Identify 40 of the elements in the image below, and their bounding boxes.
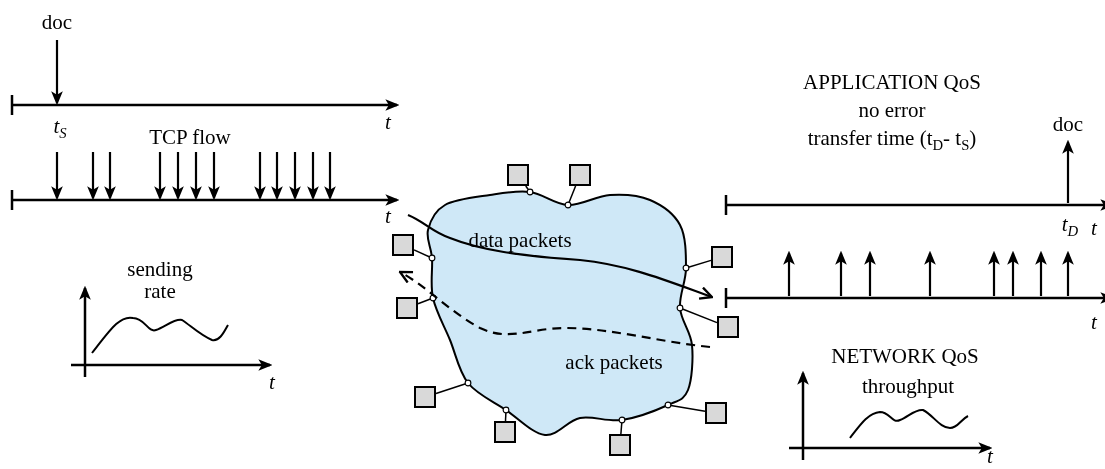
axis-label: t xyxy=(1091,311,1097,333)
router-box xyxy=(711,246,733,268)
link-line xyxy=(525,185,534,196)
link-line xyxy=(435,379,472,395)
axis-label: t xyxy=(1091,217,1097,239)
router-box xyxy=(392,234,414,256)
router-box xyxy=(414,386,436,408)
axis-label: t xyxy=(385,111,391,133)
link-line xyxy=(682,259,712,272)
router-box xyxy=(717,316,739,338)
link-line xyxy=(618,416,626,435)
time-label: t$_{D}$ xyxy=(1061,212,1079,240)
heading: NETWORK QoS xyxy=(831,345,979,367)
chart-title: throughput xyxy=(861,375,955,397)
metric-label: no error xyxy=(858,99,926,121)
link-line xyxy=(502,406,510,422)
router-box xyxy=(569,164,591,186)
router-box xyxy=(507,164,529,186)
event-label: doc xyxy=(41,11,73,33)
heading: APPLICATION QoS xyxy=(803,71,981,93)
axis-label: t xyxy=(385,205,391,227)
axis-label: t xyxy=(269,371,275,393)
chart-title: sending rate xyxy=(126,257,194,303)
axis-label: t xyxy=(987,445,993,467)
time-label: t$_{S}$ xyxy=(53,114,67,142)
flow-label: TCP flow xyxy=(149,126,231,148)
link-line xyxy=(664,401,706,412)
network-cloud xyxy=(424,188,696,439)
metric-label: transfer time (t$_{D}$- t$_{S}$) xyxy=(807,126,977,154)
link-line xyxy=(564,185,577,209)
link-line xyxy=(676,304,718,324)
link-line xyxy=(413,249,436,262)
router-box xyxy=(396,297,418,319)
event-label: doc xyxy=(1052,113,1084,135)
flow-label: ack packets xyxy=(565,351,663,373)
router-box xyxy=(705,402,727,424)
flow-label: data packets xyxy=(468,229,572,251)
link-line xyxy=(417,294,437,305)
router-box xyxy=(494,421,516,443)
router-box xyxy=(609,434,631,456)
